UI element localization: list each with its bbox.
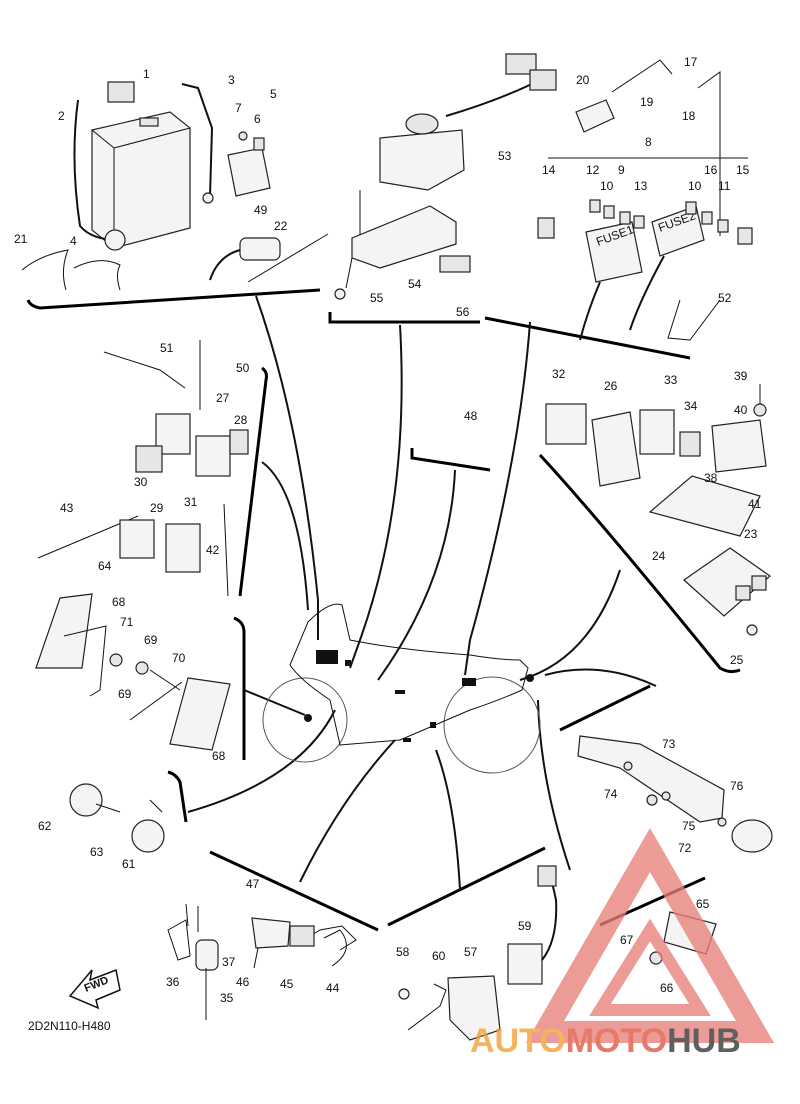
callout-17: 17 bbox=[684, 55, 698, 69]
callout-51: 51 bbox=[160, 341, 174, 355]
callout-42: 42 bbox=[206, 543, 220, 557]
routing-lines bbox=[187, 295, 657, 891]
ecu-group bbox=[334, 53, 557, 300]
callout-35: 35 bbox=[220, 991, 234, 1005]
callout-71: 71 bbox=[120, 615, 134, 629]
diagram-code: 2D2N110-H480 bbox=[28, 1019, 111, 1033]
callout-40: 40 bbox=[734, 403, 748, 417]
callout-48: 48 bbox=[464, 409, 478, 423]
callout-12: 12 bbox=[586, 163, 600, 177]
watermark-auto: AUTO bbox=[470, 1022, 566, 1060]
callout-69a: 69 bbox=[144, 633, 158, 647]
callout-32: 32 bbox=[552, 367, 566, 381]
fwd-arrow: FWD bbox=[68, 968, 121, 1010]
callout-9: 9 bbox=[618, 163, 625, 177]
callout-54: 54 bbox=[408, 277, 422, 291]
callout-10a: 10 bbox=[600, 179, 614, 193]
callout-44: 44 bbox=[326, 981, 340, 995]
callout-11: 11 bbox=[718, 179, 731, 193]
callout-14: 14 bbox=[542, 163, 556, 177]
callout-43: 43 bbox=[60, 501, 74, 515]
callout-57: 57 bbox=[464, 945, 478, 959]
callout-60: 60 bbox=[432, 949, 446, 963]
callout-55: 55 bbox=[370, 291, 384, 305]
callout-23: 23 bbox=[744, 527, 758, 541]
callout-46: 46 bbox=[236, 975, 250, 989]
callout-4: 4 bbox=[70, 234, 77, 248]
callout-45: 45 bbox=[280, 977, 294, 991]
callout-75: 75 bbox=[682, 819, 696, 833]
callout-16: 16 bbox=[704, 163, 718, 177]
callout-1: 1 bbox=[143, 67, 150, 81]
callout-7: 7 bbox=[235, 101, 242, 115]
callout-53: 53 bbox=[498, 149, 512, 163]
callout-72: 72 bbox=[678, 841, 692, 855]
watermark-text: AUTOMOTOHUB bbox=[470, 1022, 741, 1060]
callout-6: 6 bbox=[254, 112, 261, 126]
callout-49: 49 bbox=[254, 203, 268, 217]
callout-8: 8 bbox=[645, 135, 652, 149]
callout-39: 39 bbox=[734, 369, 748, 383]
callout-66: 66 bbox=[660, 981, 674, 995]
callout-3: 3 bbox=[228, 73, 235, 87]
callout-62: 62 bbox=[38, 819, 52, 833]
callout-27: 27 bbox=[216, 391, 230, 405]
callout-28: 28 bbox=[234, 413, 248, 427]
callout-76: 76 bbox=[730, 779, 744, 793]
callout-2: 2 bbox=[58, 109, 65, 123]
callout-68b: 68 bbox=[212, 749, 226, 763]
watermark: AUTOMOTOHUB bbox=[470, 827, 775, 1060]
callout-61: 61 bbox=[122, 857, 136, 871]
callout-63: 63 bbox=[90, 845, 104, 859]
callout-10b: 10 bbox=[688, 179, 702, 193]
callout-67: 67 bbox=[620, 933, 634, 947]
callout-73: 73 bbox=[662, 737, 676, 751]
callout-41: 41 bbox=[748, 497, 762, 511]
callout-56: 56 bbox=[456, 305, 470, 319]
callout-52: 52 bbox=[718, 291, 732, 305]
callout-26: 26 bbox=[604, 379, 618, 393]
callout-59: 59 bbox=[518, 919, 532, 933]
battery-location-marker bbox=[316, 650, 338, 664]
callout-22: 22 bbox=[274, 219, 288, 233]
callout-13: 13 bbox=[634, 179, 648, 193]
callout-29: 29 bbox=[150, 501, 164, 515]
callout-20: 20 bbox=[576, 73, 590, 87]
sensor-group bbox=[398, 865, 558, 1041]
callouts: 1 2 3 4 5 6 7 8 9 10 10 11 12 13 14 15 1… bbox=[14, 55, 762, 1005]
callout-21: 21 bbox=[14, 232, 28, 246]
callout-19: 19 bbox=[640, 95, 654, 109]
watermark-hub: HUB bbox=[667, 1022, 741, 1060]
battery-group bbox=[21, 81, 329, 291]
callout-65: 65 bbox=[696, 897, 710, 911]
callout-34: 34 bbox=[684, 399, 698, 413]
callout-64: 64 bbox=[98, 559, 112, 573]
flasher-group bbox=[545, 384, 771, 636]
callout-69b: 69 bbox=[118, 687, 132, 701]
callout-30: 30 bbox=[134, 475, 148, 489]
callout-50: 50 bbox=[236, 361, 250, 375]
callout-74: 74 bbox=[604, 787, 618, 801]
callout-58: 58 bbox=[396, 945, 410, 959]
reflector-horn-group bbox=[35, 593, 231, 853]
callout-37: 37 bbox=[222, 955, 236, 969]
callout-15: 15 bbox=[736, 163, 750, 177]
fuse-box-group: FUSE1 FUSE2 bbox=[537, 59, 753, 341]
callout-70: 70 bbox=[172, 651, 186, 665]
motorcycle-outline bbox=[262, 603, 541, 774]
callout-68a: 68 bbox=[112, 595, 126, 609]
callout-5: 5 bbox=[270, 87, 277, 101]
relay-group bbox=[37, 340, 249, 597]
callout-38: 38 bbox=[704, 471, 718, 485]
callout-31: 31 bbox=[184, 495, 198, 509]
callout-24: 24 bbox=[652, 549, 666, 563]
watermark-moto: MOTO bbox=[566, 1022, 667, 1060]
callout-47: 47 bbox=[246, 877, 260, 891]
switch-group bbox=[167, 903, 357, 1020]
callout-18: 18 bbox=[682, 109, 696, 123]
callout-33: 33 bbox=[664, 373, 678, 387]
callout-36: 36 bbox=[166, 975, 180, 989]
callout-25: 25 bbox=[730, 653, 744, 667]
